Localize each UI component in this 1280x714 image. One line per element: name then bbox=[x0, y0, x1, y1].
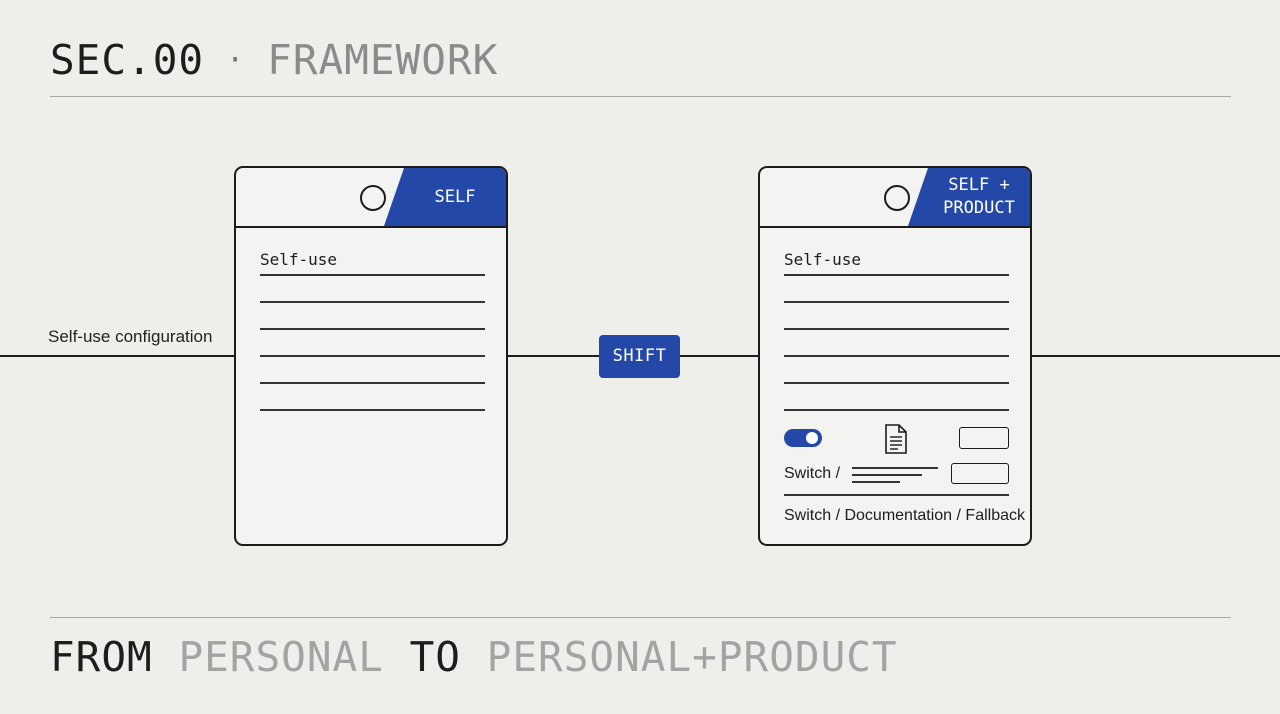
placeholder-box bbox=[959, 427, 1009, 449]
self-product-card-line bbox=[784, 301, 1009, 303]
self-card-line bbox=[260, 409, 485, 411]
flow-line-shift-to-right bbox=[680, 355, 758, 357]
footer-headline: FROM PERSONAL TO PERSONAL+PRODUCT bbox=[50, 632, 898, 682]
placeholder-line bbox=[852, 474, 922, 476]
self-card-line bbox=[260, 355, 485, 357]
document-icon bbox=[885, 424, 907, 454]
footer-divider bbox=[50, 617, 1231, 618]
self-product-card-header: SELF + PRODUCT bbox=[760, 168, 1030, 228]
switch-row-label: Switch / bbox=[784, 465, 841, 482]
self-card-line bbox=[260, 382, 485, 384]
fallback-caption: Switch / Documentation / Fallback bbox=[784, 507, 1025, 524]
section-title: FRAMEWORK bbox=[267, 36, 499, 84]
section-header: SEC.00 · FRAMEWORK bbox=[50, 36, 498, 85]
self-card-line bbox=[260, 274, 485, 276]
self-card-header: SELF bbox=[236, 168, 506, 228]
footer-to: TO bbox=[409, 633, 461, 681]
self-product-card-line bbox=[784, 409, 1009, 411]
circle-icon bbox=[884, 185, 910, 211]
circle-icon bbox=[360, 185, 386, 211]
self-product-tab-label: SELF + PRODUCT bbox=[943, 175, 1015, 218]
input-label: Self-use configuration bbox=[48, 327, 213, 346]
footer-source: PERSONAL bbox=[178, 633, 384, 681]
shift-badge: SHIFT bbox=[599, 335, 680, 378]
footer-target: PERSONAL+PRODUCT bbox=[486, 633, 898, 681]
flow-line-out bbox=[1032, 355, 1280, 357]
header-separator: · bbox=[226, 43, 246, 78]
flow-line-in bbox=[0, 355, 234, 357]
header-divider bbox=[50, 96, 1231, 97]
self-product-card-line bbox=[784, 494, 1009, 496]
toggle-icon bbox=[784, 429, 822, 447]
section-number: SEC.00 bbox=[50, 36, 205, 84]
placeholder-box bbox=[951, 463, 1009, 484]
self-product-card-line bbox=[784, 382, 1009, 384]
self-card-line bbox=[260, 328, 485, 330]
placeholder-line bbox=[852, 481, 900, 483]
footer-from: FROM bbox=[50, 633, 153, 681]
self-product-card: SELF + PRODUCT Self-use Switch / Switch … bbox=[758, 166, 1032, 546]
self-tab-label: SELF bbox=[434, 186, 476, 207]
self-product-card-subtitle: Self-use bbox=[784, 250, 862, 269]
self-card-line bbox=[260, 301, 485, 303]
self-product-card-line bbox=[784, 355, 1009, 357]
self-card-subtitle: Self-use bbox=[260, 250, 338, 269]
self-product-tab bbox=[908, 168, 1030, 226]
self-card: SELF Self-use bbox=[234, 166, 508, 546]
flow-line-left-to-shift bbox=[508, 355, 600, 357]
self-product-card-line bbox=[784, 274, 1009, 276]
self-tab bbox=[384, 168, 506, 226]
self-product-card-line bbox=[784, 328, 1009, 330]
placeholder-line bbox=[852, 467, 938, 469]
